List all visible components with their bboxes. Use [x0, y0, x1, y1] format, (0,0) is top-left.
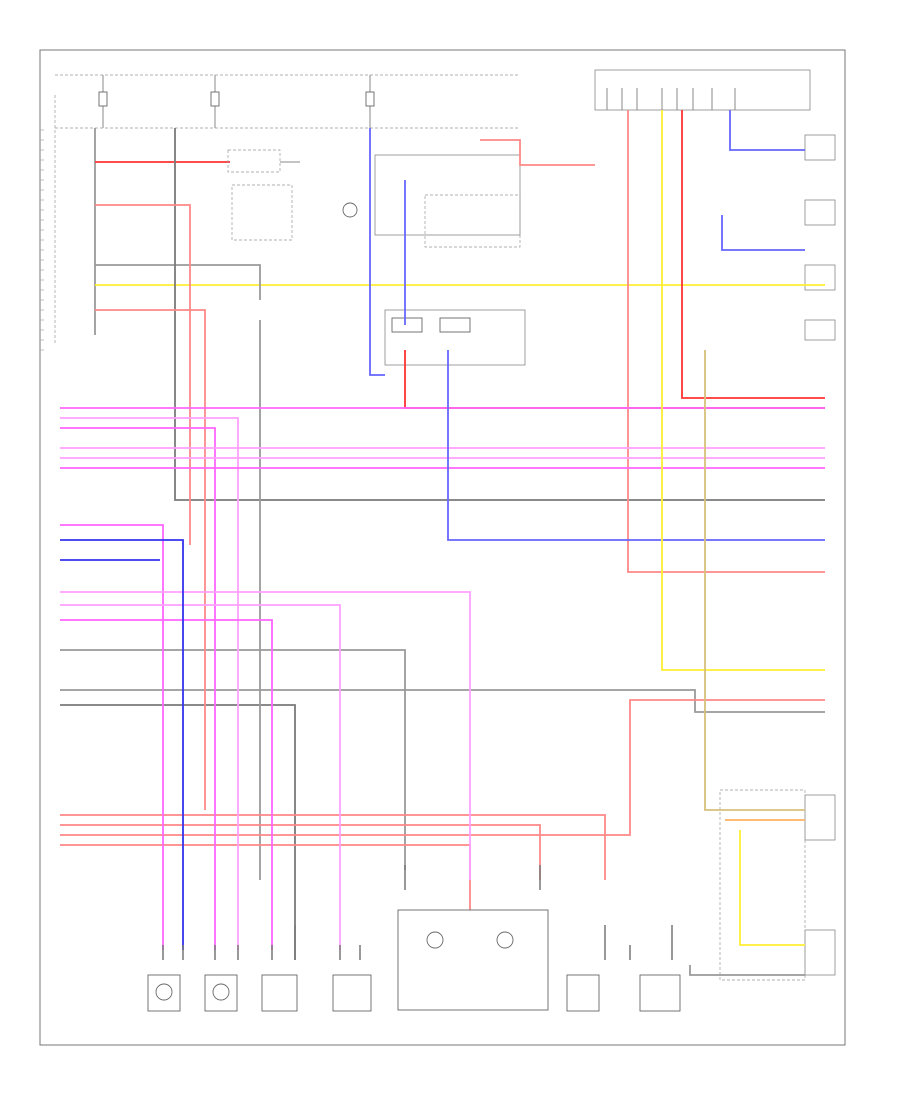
wire-pink-8: [60, 591, 471, 880]
wire-red-7: [60, 824, 541, 880]
fuse-supply-section: [55, 74, 520, 129]
wire-blue-7: [721, 215, 805, 251]
wire-pink-2: [60, 417, 239, 950]
wire-blue-6: [729, 110, 805, 151]
wire-red-2: [95, 309, 206, 810]
top-right-connector: [594, 69, 811, 111]
fuse-1: [98, 75, 108, 128]
wire-blue-1: [447, 350, 825, 541]
wire-yellow-3: [739, 830, 805, 946]
module-box-center: [231, 184, 293, 241]
right-enclosure: [719, 789, 806, 981]
fuse-2: [210, 75, 220, 128]
right-module-6: [804, 929, 836, 976]
right-module-5: [804, 794, 836, 841]
lamp-4: [332, 974, 372, 1012]
buzzer-symbol: [342, 202, 358, 218]
lamp-6: [639, 974, 681, 1012]
left-edge-ticks: [40, 129, 44, 351]
wire-pink-10: [60, 619, 273, 950]
diagram-frame: [39, 49, 846, 1046]
lamp-5: [566, 974, 600, 1012]
wire-red-3: [404, 350, 825, 409]
top-right-pins: [606, 88, 736, 110]
lamp-3: [261, 974, 298, 1012]
wire-red-6: [60, 814, 606, 880]
bottom-connector-pins: [162, 865, 673, 960]
wire-pink-3: [60, 427, 216, 950]
wire-pink-7: [60, 524, 164, 950]
right-module-4: [804, 319, 836, 341]
lamp-1: [147, 974, 181, 1012]
relay-box: [227, 149, 281, 173]
light-control-module: [384, 309, 526, 366]
wire-red-5: [627, 110, 825, 573]
wire-gray-1: [95, 264, 261, 300]
lamp-2: [204, 974, 238, 1012]
wire-blue-2: [60, 539, 184, 950]
wire-yellow-2: [661, 110, 825, 671]
wire-gray-right: [689, 965, 805, 976]
right-module-3: [804, 264, 836, 291]
fuse-3: [365, 75, 375, 128]
wire-gray-5: [60, 704, 296, 960]
wire-gray-2: [174, 128, 825, 501]
wire-gray-4: [60, 689, 825, 713]
wire-tan-1: [704, 350, 805, 811]
wire-gray-3: [60, 649, 406, 870]
wire-red-8: [60, 699, 825, 836]
right-module-2: [804, 199, 836, 226]
wire-red-4: [681, 110, 825, 399]
wire-red-1: [95, 204, 191, 545]
wire-pink-9: [60, 604, 341, 950]
wire-blue-5: [369, 128, 385, 376]
inner-module: [424, 194, 521, 248]
personal-lamp: [397, 909, 549, 1011]
right-module-1: [804, 134, 836, 161]
wire-red-10: [480, 139, 595, 166]
wire-red-9: [60, 844, 471, 910]
